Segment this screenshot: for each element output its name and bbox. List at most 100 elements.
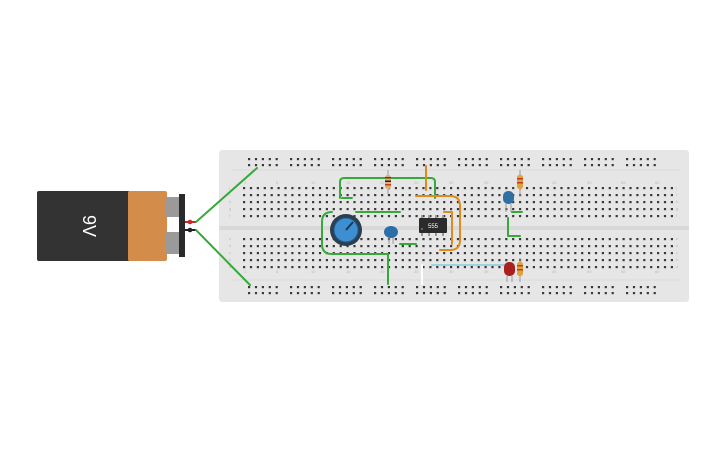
breadboard-hole[interactable] [318, 201, 322, 204]
breadboard-hole[interactable] [243, 238, 246, 241]
breadboard-hole[interactable] [346, 245, 349, 248]
breadboard-hole[interactable] [470, 259, 473, 262]
breadboard-hole[interactable] [581, 215, 584, 218]
breadboard-hole[interactable] [588, 187, 591, 190]
breadboard-hole[interactable] [291, 201, 294, 204]
breadboard-hole[interactable] [574, 215, 577, 218]
breadboard-hole[interactable] [478, 292, 481, 295]
breadboard-hole[interactable] [298, 252, 301, 255]
breadboard-hole[interactable] [305, 187, 308, 190]
breadboard-hole[interactable] [443, 158, 446, 161]
breadboard-hole[interactable] [463, 252, 466, 255]
breadboard-hole[interactable] [519, 208, 522, 211]
breadboard-hole[interactable] [608, 266, 611, 269]
breadboard-hole[interactable] [608, 215, 611, 218]
breadboard-hole[interactable] [663, 266, 667, 269]
breadboard-hole[interactable] [394, 292, 397, 295]
breadboard-hole[interactable] [632, 164, 636, 167]
breadboard-hole[interactable] [491, 201, 494, 204]
breadboard-hole[interactable] [498, 259, 501, 262]
breadboard-hole[interactable] [553, 238, 556, 241]
breadboard-hole[interactable] [485, 286, 488, 289]
breadboard-holes[interactable] [243, 158, 673, 295]
breadboard-hole[interactable] [546, 208, 549, 211]
breadboard-hole[interactable] [581, 245, 584, 248]
breadboard-hole[interactable] [562, 158, 565, 161]
breadboard-hole[interactable] [243, 245, 246, 248]
wire-orange[interactable] [415, 195, 461, 251]
breadboard-hole[interactable] [646, 292, 649, 295]
breadboard-hole[interactable] [639, 164, 642, 167]
breadboard-hole[interactable] [629, 245, 632, 248]
breadboard-hole[interactable] [339, 245, 342, 248]
breadboard-hole[interactable] [643, 259, 646, 262]
breadboard-hole[interactable] [611, 158, 614, 161]
breadboard-hole[interactable] [512, 215, 515, 218]
breadboard-hole[interactable] [491, 266, 494, 269]
breadboard-hole[interactable] [500, 292, 503, 295]
breadboard-hole[interactable] [270, 201, 273, 204]
breadboard-hole[interactable] [567, 252, 570, 255]
breadboard-hole[interactable] [436, 292, 439, 295]
breadboard-hole[interactable] [548, 286, 552, 289]
breadboard-hole[interactable] [291, 266, 294, 269]
breadboard-hole[interactable] [374, 164, 377, 167]
breadboard-hole[interactable] [498, 252, 501, 255]
breadboard-hole[interactable] [298, 201, 301, 204]
breadboard-hole[interactable] [422, 158, 426, 161]
breadboard-hole[interactable] [422, 292, 426, 295]
breadboard-hole[interactable] [456, 215, 460, 218]
breadboard-hole[interactable] [636, 252, 639, 255]
breadboard-hole[interactable] [594, 252, 598, 255]
breadboard-hole[interactable] [525, 252, 529, 255]
breadboard-hole[interactable] [608, 245, 611, 248]
breadboard-hole[interactable] [581, 201, 584, 204]
breadboard-hole[interactable] [555, 292, 558, 295]
breadboard-hole[interactable] [291, 252, 294, 255]
breadboard-hole[interactable] [284, 187, 287, 190]
breadboard-hole[interactable] [317, 158, 320, 161]
breadboard-hole[interactable] [539, 187, 542, 190]
battery-terminal-negative[interactable] [165, 232, 181, 254]
breadboard-hole[interactable] [291, 194, 294, 197]
breadboard-hole[interactable] [254, 158, 258, 161]
breadboard-hole[interactable] [636, 201, 639, 204]
breadboard-hole[interactable] [450, 245, 453, 248]
breadboard-hole[interactable] [532, 194, 535, 197]
breadboard-hole[interactable] [277, 238, 280, 241]
breadboard-hole[interactable] [498, 194, 501, 197]
breadboard-hole[interactable] [332, 245, 335, 248]
breadboard-hole[interactable] [657, 238, 660, 241]
breadboard-hole[interactable] [312, 208, 315, 211]
breadboard-hole[interactable] [670, 238, 673, 241]
breadboard-hole[interactable] [555, 164, 558, 167]
breadboard-hole[interactable] [470, 252, 473, 255]
breadboard-hole[interactable] [422, 164, 426, 167]
breadboard-hole[interactable] [643, 208, 646, 211]
breadboard-hole[interactable] [436, 187, 439, 190]
breadboard-hole[interactable] [663, 245, 667, 248]
breadboard-hole[interactable] [374, 245, 377, 248]
breadboard-hole[interactable] [532, 187, 535, 190]
breadboard-hole[interactable] [387, 208, 391, 211]
breadboard-hole[interactable] [325, 238, 328, 241]
breadboard-hole[interactable] [381, 259, 384, 262]
breadboard-hole[interactable] [567, 208, 570, 211]
breadboard-hole[interactable] [353, 215, 356, 218]
breadboard-hole[interactable] [360, 201, 363, 204]
breadboard-hole[interactable] [601, 208, 604, 211]
breadboard-hole[interactable] [484, 259, 487, 262]
breadboard-hole[interactable] [312, 215, 315, 218]
breadboard-hole[interactable] [456, 201, 460, 204]
breadboard-hole[interactable] [422, 245, 425, 248]
breadboard-hole[interactable] [318, 238, 322, 241]
breadboard-hole[interactable] [458, 286, 461, 289]
breadboard-hole[interactable] [555, 158, 558, 161]
breadboard-hole[interactable] [436, 252, 439, 255]
breadboard-hole[interactable] [506, 164, 510, 167]
breadboard-hole[interactable] [256, 201, 259, 204]
breadboard-hole[interactable] [353, 201, 356, 204]
breadboard-hole[interactable] [546, 259, 549, 262]
breadboard-hole[interactable] [622, 215, 625, 218]
breadboard-hole[interactable] [352, 164, 355, 167]
